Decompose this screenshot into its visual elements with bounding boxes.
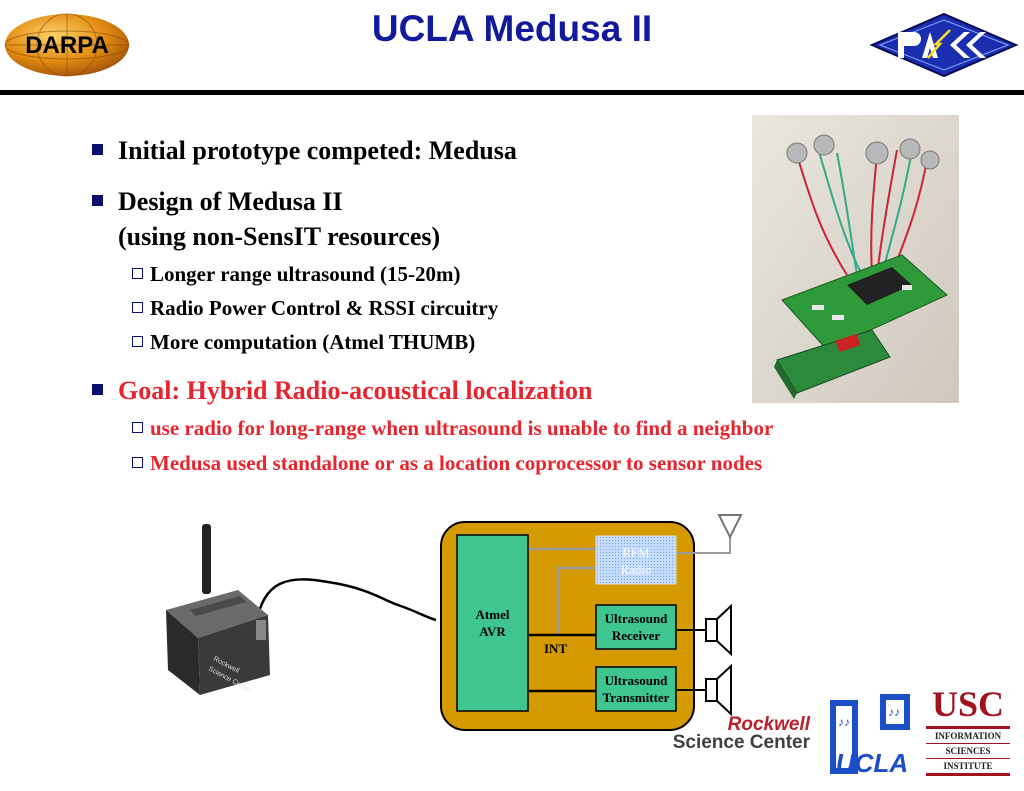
rockwell-sensor-device: Rockwell Science Center xyxy=(166,524,437,695)
darpa-logo: DARPA xyxy=(4,13,130,77)
hollow-square-bullet-icon xyxy=(132,457,143,468)
slide-title: UCLA Medusa II xyxy=(371,8,653,49)
rfm-radio-block xyxy=(595,535,677,585)
pacc-logo xyxy=(869,12,1019,78)
bullet-design-line2: (using non-SensIT resources) xyxy=(118,222,441,251)
usc-isi-logo: USC INFORMATION SCIENCES INSTITUTE xyxy=(926,684,1010,776)
hollow-square-bullet-icon xyxy=(132,422,143,433)
speaker-icon xyxy=(705,663,732,717)
sub-bullet-red: use radio for long-range when ultrasound… xyxy=(132,416,773,441)
svg-text:♪♪: ♪♪ xyxy=(838,715,850,729)
sub-bullet: Radio Power Control & RSSI circuitry xyxy=(132,296,498,321)
hollow-square-bullet-icon xyxy=(132,302,143,313)
svg-text:UCLA: UCLA xyxy=(836,748,908,778)
square-bullet-icon xyxy=(92,144,103,155)
block-diagram xyxy=(440,514,743,731)
bullet-goal: Goal: Hybrid Radio-acoustical localizati… xyxy=(92,376,593,406)
sub-bullet: Longer range ultrasound (15-20m) xyxy=(132,262,461,287)
bullet-initial-prototype: Initial prototype competed: Medusa xyxy=(92,136,517,166)
bullet-design-medusa-ii: Design of Medusa II xyxy=(92,187,343,217)
int-label: INT xyxy=(544,641,568,656)
ultrasound-receiver-block xyxy=(595,604,677,650)
hollow-square-bullet-icon xyxy=(132,336,143,347)
medusa-board-photo xyxy=(752,115,959,403)
square-bullet-icon xyxy=(92,384,103,395)
svg-text:♪♪: ♪♪ xyxy=(888,705,900,719)
antenna-icon xyxy=(717,514,743,540)
darpa-logo-text: DARPA xyxy=(25,32,109,59)
sub-bullet: More computation (Atmel THUMB) xyxy=(132,330,475,355)
hollow-square-bullet-icon xyxy=(132,268,143,279)
rockwell-logo: Rockwell Science Center xyxy=(672,714,810,753)
speaker-icon xyxy=(705,603,732,657)
atmel-avr-block xyxy=(456,534,529,712)
ultrasound-transmitter-block xyxy=(595,666,677,712)
title-divider xyxy=(0,90,1024,95)
ucla-logo: ♪♪ ♪♪ UCLA xyxy=(830,694,910,778)
sub-bullet-red: Medusa used standalone or as a location … xyxy=(132,451,762,476)
square-bullet-icon xyxy=(92,195,103,206)
